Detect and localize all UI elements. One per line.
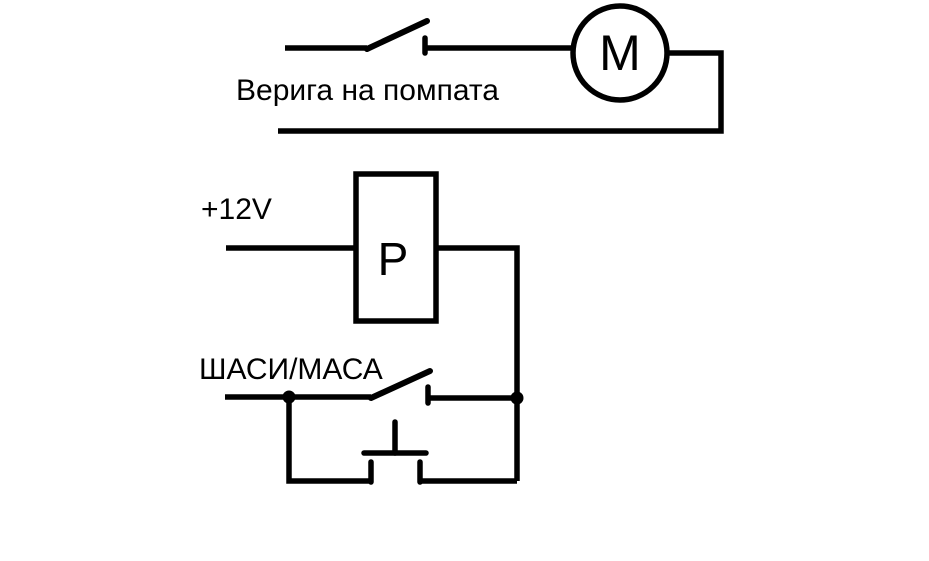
relay-symbol-letter: P (378, 233, 409, 285)
supply-voltage-label: +12V (201, 193, 272, 226)
pump-circuit: M Верига на помпата (236, 3, 724, 134)
pushbutton-branch-left-wire (286, 397, 371, 484)
junction-dot-right (510, 391, 524, 405)
control-switch-blade (368, 368, 433, 401)
pump-circuit-label: Верига на помпата (236, 74, 499, 107)
motor-symbol-letter: M (599, 25, 641, 81)
ground-label: ШАСИ/МАСА (199, 353, 383, 386)
relay-circuit: +12V P (201, 171, 520, 481)
pump-switch-blade (364, 18, 430, 52)
ground-circuit: ШАСИ/МАСА (199, 353, 524, 485)
pump-return-wire (278, 50, 724, 134)
